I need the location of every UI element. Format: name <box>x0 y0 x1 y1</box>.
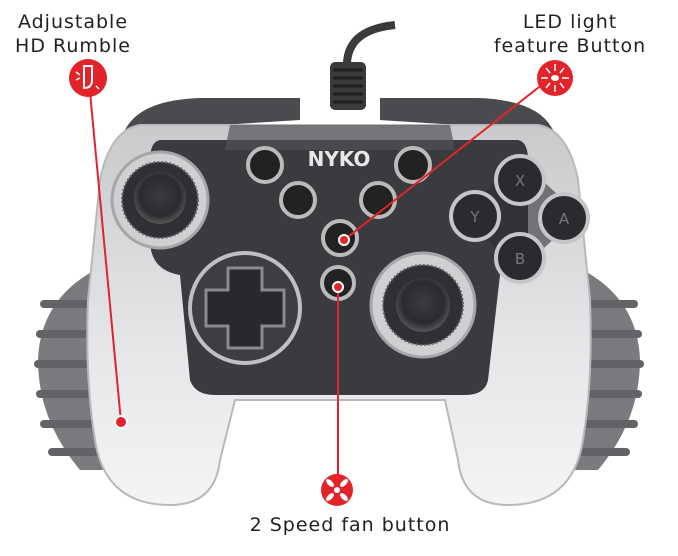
face-buttons: X Y A B <box>449 154 590 284</box>
svg-text:A: A <box>559 210 570 228</box>
center-buttons <box>246 146 432 301</box>
rumble-label-line1: Adjustable <box>17 11 129 33</box>
callout-lines <box>89 79 549 475</box>
callout-dots <box>114 234 350 429</box>
start-button[interactable] <box>394 146 432 184</box>
button-x[interactable]: X <box>494 154 546 206</box>
fan-label: 2 Speed fan button <box>205 513 495 537</box>
rumble-label-line2: HD Rumble <box>15 35 131 57</box>
brand-logo: NYKO <box>308 147 371 171</box>
back-button[interactable] <box>246 146 284 184</box>
fan-icon <box>321 474 353 506</box>
rumble-label: Adjustable HD Rumble <box>8 10 138 58</box>
svg-text:B: B <box>515 250 525 268</box>
led-label-line2: feature Button <box>493 35 647 57</box>
svg-text:Y: Y <box>469 208 480 226</box>
led-label-line1: LED light <box>522 11 618 33</box>
right-thumbstick[interactable] <box>369 251 477 359</box>
left-thumbstick[interactable] <box>110 150 210 250</box>
menu-button[interactable] <box>359 181 397 219</box>
button-b[interactable]: B <box>494 232 546 284</box>
fan-label-line1: 2 Speed fan button <box>249 514 451 536</box>
button-y[interactable]: Y <box>449 190 501 242</box>
svg-text:X: X <box>515 172 525 190</box>
cable <box>330 21 396 110</box>
led-light-icon <box>537 60 573 96</box>
right-bumper <box>380 98 553 130</box>
button-a[interactable]: A <box>538 192 590 244</box>
rumble-motor-icon <box>69 59 107 97</box>
select-button[interactable] <box>279 181 317 219</box>
led-label: LED light feature Button <box>470 10 670 58</box>
left-bumper <box>125 98 300 130</box>
dpad[interactable] <box>188 251 302 365</box>
